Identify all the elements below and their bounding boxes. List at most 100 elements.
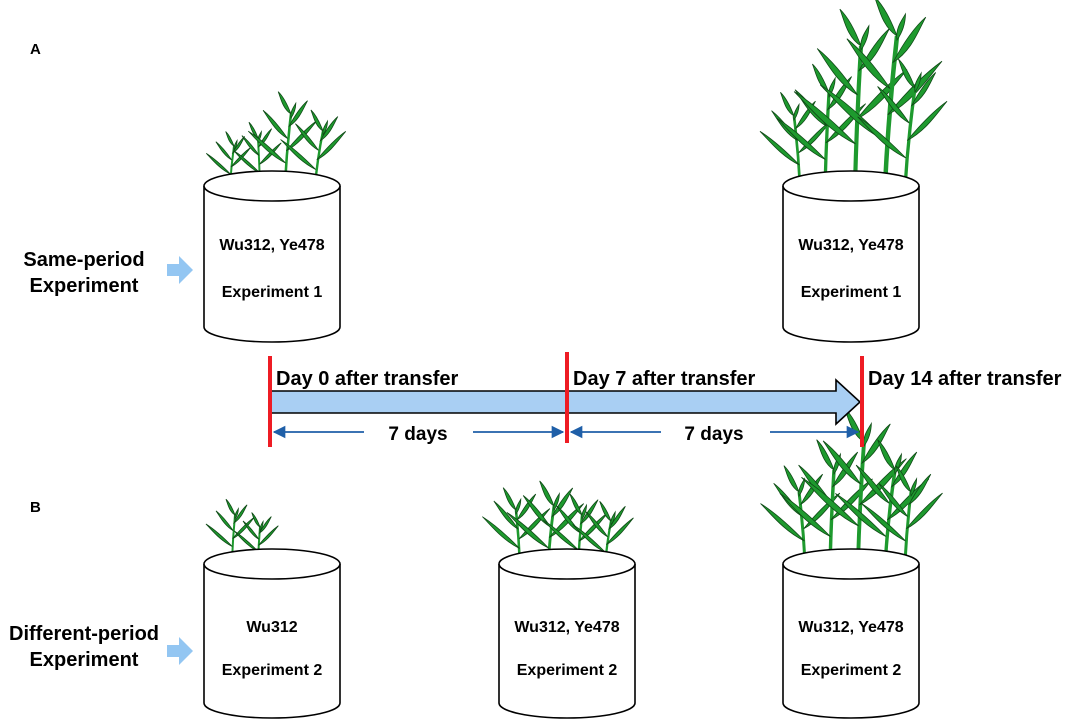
seedling-group-a-day14: [759, 0, 948, 189]
seedling-leaf: [822, 440, 861, 485]
different-period-arrow-icon: [167, 637, 193, 665]
pot-a-day0-line2: Experiment 1: [222, 284, 323, 301]
seedling-leaf: [910, 72, 937, 107]
seedling-leaf: [248, 121, 259, 139]
seedling-leaf: [280, 139, 317, 170]
seedling-leaf: [516, 493, 537, 521]
seedling-tip-leaf: [610, 510, 616, 527]
seedling-leaf: [855, 464, 890, 504]
day0-label: Day 0 after transfer: [276, 368, 459, 390]
seedling-tip-leaf: [894, 452, 902, 476]
seedling-leaf: [861, 503, 906, 542]
seedling-tip-leaf: [896, 12, 906, 42]
seedling-tip-leaf: [581, 503, 587, 521]
seedling-leaf: [780, 91, 795, 117]
seedling-leaf: [799, 473, 824, 506]
seedling-leaf: [608, 506, 626, 530]
seedling-leaf: [242, 520, 260, 540]
seedling-leaf: [310, 109, 324, 132]
seedling-group-a-day0: [205, 91, 347, 189]
panel-label-b: B: [30, 499, 41, 516]
seedling-leaf: [225, 498, 236, 516]
seedling-leaf: [277, 91, 292, 115]
seedling-leaf: [205, 523, 233, 547]
different-period-label-line2: Experiment: [30, 649, 139, 671]
seedling-leaf: [319, 116, 339, 142]
seedling-tip-leaf: [234, 507, 239, 521]
seedling-leaf: [572, 524, 606, 553]
seedling-leaf: [539, 480, 555, 507]
seedling-tip-leaf: [793, 102, 800, 122]
seedling-leaf: [262, 109, 288, 139]
seedling-leaf: [233, 530, 259, 552]
interval2-label: 7 days: [684, 424, 743, 445]
seedling-tip-leaf: [798, 477, 806, 498]
seedling-leaf: [793, 91, 856, 145]
seedling-leaf: [215, 510, 234, 532]
seedling-leaf: [316, 131, 347, 161]
seedling-tip-leaf: [910, 477, 918, 498]
seedling-leaf: [877, 439, 896, 471]
seedling-leaf: [776, 117, 826, 160]
seedling-leaf: [816, 48, 858, 96]
seedling-leaf: [599, 500, 612, 522]
pot-b-day7: Wu312, Ye478 Experiment 2: [498, 548, 636, 719]
seedling-leaf: [502, 487, 517, 511]
seedling-leaf: [875, 0, 898, 37]
interval1-label: 7 days: [388, 424, 447, 445]
seedling-leaf: [225, 131, 235, 147]
seedling-tip-leaf: [515, 497, 522, 516]
seedling-leaf: [522, 495, 551, 528]
seedling-leaf: [205, 153, 231, 175]
pot-b-day0: Wu312 Experiment 2: [203, 548, 341, 719]
seedling-group-b-day7: [482, 480, 634, 567]
seedling-leaf: [233, 150, 261, 174]
seedling-leaf: [895, 465, 912, 493]
day14-label: Day 14 after transfer: [868, 368, 1062, 390]
pot-b-day14: Wu312, Ye478 Experiment 2: [782, 548, 920, 719]
seedling-tip-leaf: [914, 71, 922, 94]
different-period-label-line1: Different-period: [9, 623, 159, 645]
pot-a-day14: Wu312, Ye478 Experiment 1: [782, 170, 920, 343]
seedling-leaf: [288, 100, 308, 128]
seedling-leaf: [857, 116, 907, 159]
seedling-leaf: [816, 439, 835, 471]
seedling-leaf: [295, 123, 319, 151]
seedling-leaf: [247, 130, 286, 164]
pot-a-day14-line2: Experiment 1: [801, 284, 902, 301]
seedling-leaf: [878, 482, 908, 517]
pot-b-day14-line2: Experiment 2: [801, 662, 902, 679]
seedling-leaf: [839, 8, 862, 47]
seedling-leaf: [801, 476, 859, 527]
seedling-tip-leaf: [233, 138, 238, 152]
seedling-group-b-day14: [760, 407, 943, 566]
pot-a-day0-line1: Wu312, Ye478: [219, 237, 324, 254]
seedling-leaf: [861, 423, 891, 465]
seedling-leaf: [898, 58, 916, 89]
seedling-stem: [882, 35, 900, 187]
seedling-leaf: [506, 512, 549, 549]
seedling-leaf: [892, 16, 927, 64]
seedling-leaf: [579, 499, 599, 525]
pot-b-day0-line2: Experiment 2: [222, 662, 323, 679]
seedling-leaf: [233, 504, 248, 524]
seedling-tip-leaf: [259, 519, 264, 533]
seedling-leaf: [258, 525, 279, 546]
seedling-leaf: [783, 465, 800, 493]
seedling-tip-leaf: [290, 101, 297, 120]
seedling-leaf: [846, 38, 891, 89]
pot-b-day7-line2: Experiment 2: [517, 662, 618, 679]
seedling-tip-leaf: [322, 119, 328, 137]
seedling-leaf: [877, 86, 910, 124]
pot-a-day0: Wu312, Ye478 Experiment 1: [203, 170, 341, 343]
seedling-leaf: [542, 519, 579, 551]
same-period-label-line2: Experiment: [30, 275, 139, 297]
pot-b-day14-line1: Wu312, Ye478: [798, 619, 903, 636]
seedling-leaf: [493, 500, 519, 530]
seedling-tip-leaf: [860, 24, 870, 52]
seedling-leaf: [251, 512, 261, 528]
seedling-tip-leaf: [553, 492, 560, 512]
seedling-leaf: [760, 503, 805, 542]
